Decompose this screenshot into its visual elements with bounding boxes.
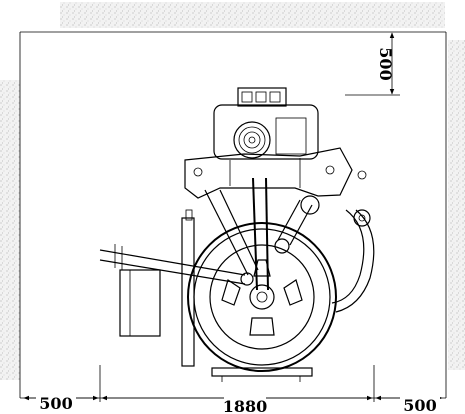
clearance-boundary — [19, 31, 447, 398]
machine-side-view — [99, 87, 375, 382]
upper-frame — [184, 147, 367, 199]
machine-width-label: 1880 — [223, 397, 268, 414]
right-arm — [274, 195, 375, 313]
left-boom — [99, 244, 254, 337]
main-wheel — [187, 222, 337, 372]
left-clearance-label: 500 — [39, 394, 72, 413]
right-clearance-label: 500 — [403, 396, 436, 414]
base-frame — [211, 367, 313, 382]
top-clearance-dimension: 500 — [345, 32, 400, 96]
drive-motor — [213, 87, 319, 160]
wall-hatching — [0, 2, 465, 380]
top-clearance-label: 500 — [376, 47, 395, 80]
bottom-dimension-chain: 500 1880 500 — [20, 365, 446, 414]
